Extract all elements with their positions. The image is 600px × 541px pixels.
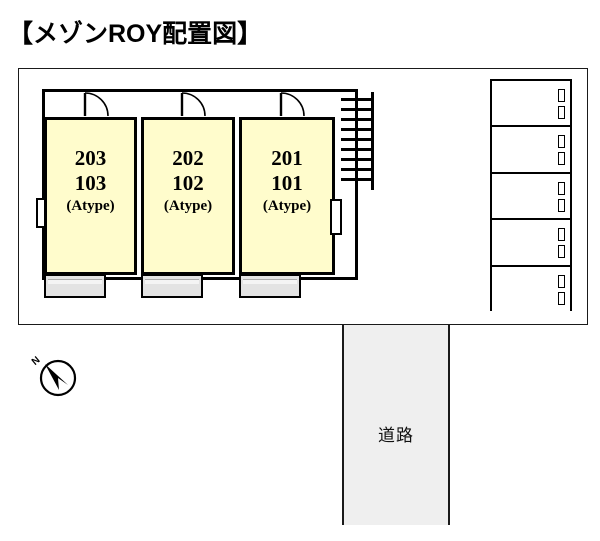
- side-window-icon: [330, 199, 342, 235]
- door-swing-icon-202: [180, 91, 206, 117]
- unit-202-lower: 102: [172, 170, 204, 195]
- door-swing-icon-201: [279, 91, 305, 117]
- unit-203-labels: 203 103 (Atype): [47, 146, 134, 215]
- unit-203-lower: 103: [74, 170, 107, 195]
- stair-step: [341, 108, 374, 111]
- compass-rose-icon: N: [28, 352, 82, 400]
- bay-mark-icon: [558, 181, 565, 195]
- unit-201-upper: 201: [271, 146, 303, 170]
- road-area: 道路: [342, 325, 450, 525]
- bay-mark-icon: [558, 89, 565, 102]
- page-title: 【メゾンROY配置図】: [8, 20, 263, 48]
- stairs: [341, 92, 374, 190]
- unit-203[interactable]: 203 103 (Atype): [44, 117, 137, 298]
- unit-202-upper: 202: [172, 146, 204, 170]
- parking-bay[interactable]: [492, 266, 570, 313]
- svg-text:N: N: [30, 355, 43, 368]
- unit-203-upper: 203: [74, 146, 107, 170]
- unit-201-type: (Atype): [262, 197, 312, 214]
- balcony-203-rail: [48, 279, 102, 284]
- stair-step: [341, 168, 374, 171]
- stair-step: [341, 128, 374, 131]
- unit-201[interactable]: 201 101 (Atype): [239, 117, 335, 298]
- door-threshold-203: [83, 114, 107, 118]
- balcony-202: [141, 274, 203, 298]
- parking-bay[interactable]: [492, 127, 570, 174]
- stair-step: [341, 138, 374, 141]
- unit-202[interactable]: 202 102 (Atype): [141, 117, 235, 298]
- parking-bay[interactable]: [492, 81, 570, 128]
- parking-block: [490, 79, 572, 313]
- stair-step: [341, 118, 374, 121]
- balcony-201: [239, 274, 301, 298]
- parking-bay[interactable]: [492, 220, 570, 267]
- unit-201-lower: 101: [271, 170, 303, 195]
- road-label: 道路: [378, 426, 414, 445]
- stair-step: [341, 158, 374, 161]
- stair-step: [341, 148, 374, 151]
- unit-201-labels: 201 101 (Atype): [242, 146, 332, 215]
- unit-203-type: (Atype): [66, 197, 115, 214]
- balcony-202-rail: [145, 279, 199, 284]
- bay-mark-icon: [558, 274, 565, 288]
- bay-mark-icon: [558, 198, 565, 212]
- balcony-201-rail: [243, 279, 297, 284]
- door-threshold-201: [279, 114, 303, 118]
- balcony-203: [44, 274, 106, 298]
- unit-202-type: (Atype): [163, 197, 213, 214]
- bay-mark-icon: [558, 291, 565, 305]
- bay-mark-icon: [558, 106, 565, 119]
- stair-step: [341, 178, 374, 181]
- bay-mark-icon: [558, 152, 565, 166]
- bay-mark-icon: [558, 135, 565, 149]
- door-swing-icon-203: [83, 91, 109, 117]
- bay-mark-icon: [558, 228, 565, 242]
- unit-202-labels: 202 102 (Atype): [144, 146, 232, 215]
- bay-mark-icon: [558, 245, 565, 259]
- parking-bay[interactable]: [492, 173, 570, 221]
- stair-rail: [371, 92, 374, 190]
- door-threshold-202: [180, 114, 204, 118]
- meter-box-icon: [36, 198, 46, 228]
- stair-step: [341, 98, 374, 101]
